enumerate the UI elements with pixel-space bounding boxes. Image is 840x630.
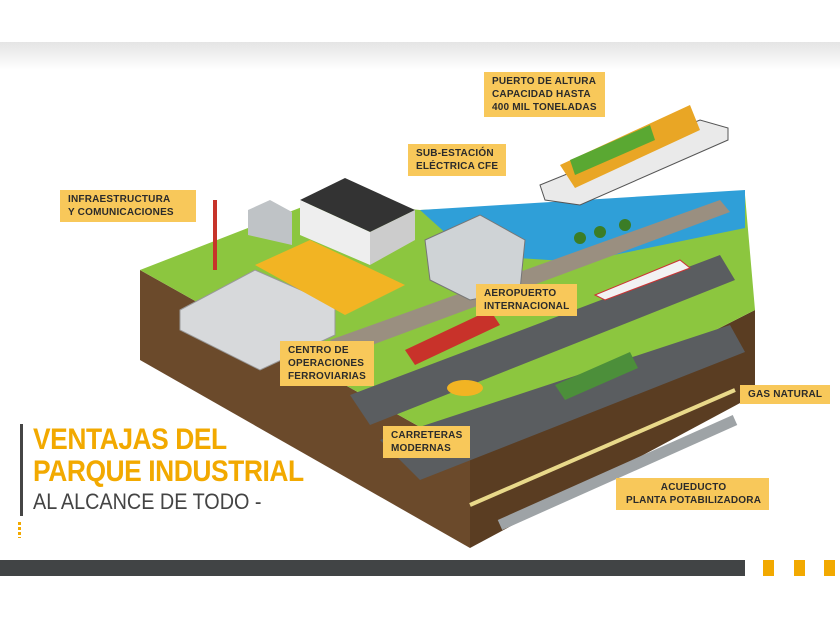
label-carreteras: CARRETERAS MODERNAS <box>383 426 471 458</box>
label-line: CARRETERAS <box>391 430 463 441</box>
label-line: OPERACIONES <box>288 358 365 369</box>
label-line: INTERNACIONAL <box>484 301 570 312</box>
train <box>405 310 500 365</box>
warehouse-side <box>370 210 415 265</box>
label-line: CAPACIDAD HASTA <box>492 89 591 100</box>
label-line: Y COMUNICACIONES <box>68 207 174 218</box>
label-acueducto: ACUEDUCTO PLANTA POTABILIZADORA <box>616 478 770 510</box>
label-line: SUB-ESTACIÓN <box>416 148 494 159</box>
title-line-1: VENTAJAS DEL <box>33 423 227 456</box>
railway <box>330 200 730 355</box>
storage-racks <box>255 240 405 315</box>
footer-square <box>824 560 835 576</box>
label-aeropuerto: AEROPUERTO INTERNACIONAL <box>476 284 578 316</box>
label-line: PUERTO DE ALTURA <box>492 76 597 87</box>
gas-pipe <box>469 388 736 507</box>
label-ferroviarias: CENTRO DE OPERACIONES FERROVIARIAS <box>280 341 374 386</box>
ship-containers-green <box>570 125 655 175</box>
label-line: CENTRO DE <box>288 345 349 356</box>
label-gas: GAS NATURAL <box>740 385 831 404</box>
page-title: VENTAJAS DEL PARQUE INDUSTRIAL AL ALCANC… <box>20 424 341 516</box>
label-line: GAS NATURAL <box>748 389 823 400</box>
tree <box>594 226 606 238</box>
tree <box>574 232 586 244</box>
warehouse-wall <box>300 200 370 265</box>
label-infraestructura: INFRAESTRUCTURA Y COMUNICACIONES <box>60 190 196 222</box>
label-puerto: PUERTO DE ALTURA CAPACIDAD HASTA 400 MIL… <box>484 72 605 117</box>
title-line-2: PARQUE INDUSTRIAL <box>33 455 304 488</box>
label-line: ACUEDUCTO <box>660 482 727 493</box>
title-accent-dots <box>18 522 21 538</box>
label-line: MODERNAS <box>391 443 451 454</box>
small-building <box>248 200 292 245</box>
warehouse-roof <box>300 178 415 232</box>
truck <box>555 352 638 400</box>
subtitle: AL ALCANCE DE TODO - <box>33 489 262 514</box>
label-line: 400 MIL TONELADAS <box>492 102 597 113</box>
label-line: PLANTA POTABILIZADORA <box>626 495 762 506</box>
footer-square <box>763 560 774 576</box>
header-shadow <box>0 42 840 70</box>
label-line: INFRAESTRUCTURA <box>68 194 171 205</box>
water-pipe <box>497 414 738 531</box>
footer-square <box>794 560 805 576</box>
label-line: AEROPUERTO <box>484 288 557 299</box>
tree <box>619 219 631 231</box>
airplane <box>593 259 691 301</box>
car <box>447 380 483 396</box>
highway <box>380 325 745 480</box>
label-line: FERROVIARIAS <box>288 371 366 382</box>
ship-hull <box>539 119 729 206</box>
footer-bar <box>0 560 745 576</box>
label-subestacion: SUB-ESTACIÓN ELÉCTRICA CFE <box>408 144 507 176</box>
runway <box>350 255 735 425</box>
label-line: ELÉCTRICA CFE <box>416 161 499 172</box>
